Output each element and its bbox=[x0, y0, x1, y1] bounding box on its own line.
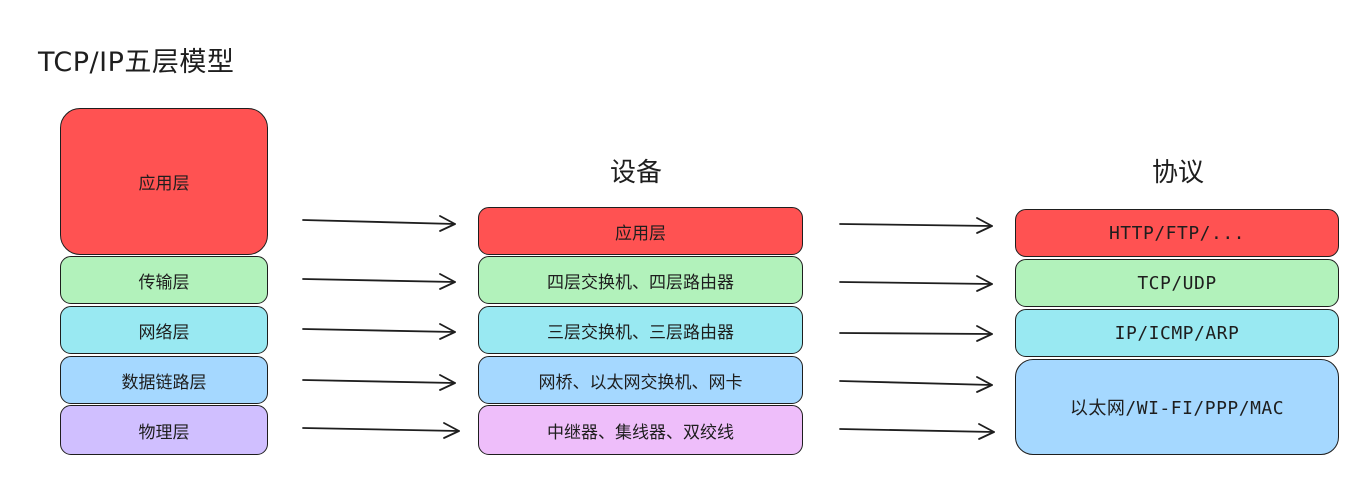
device-label: 中继器、集线器、双绞线 bbox=[547, 422, 734, 443]
arrow-right-icon bbox=[839, 376, 993, 393]
arrow-right-icon bbox=[839, 217, 993, 234]
layer-application: 应用层 bbox=[60, 108, 268, 255]
protocol-transport: TCP/UDP bbox=[1015, 259, 1339, 307]
protocol-application: HTTP/FTP/... bbox=[1015, 209, 1339, 257]
arrow-right-icon bbox=[839, 423, 995, 440]
arrow-right-icon bbox=[302, 374, 456, 391]
protocols-heading: 协议 bbox=[1151, 158, 1204, 188]
protocol-label: IP/ICMP/ARP bbox=[1114, 322, 1240, 344]
layer-label: 应用层 bbox=[138, 174, 190, 194]
layer-label: 物理层 bbox=[138, 422, 190, 443]
device-data-link: 网桥、以太网交换机、网卡 bbox=[478, 356, 803, 404]
arrow-right-icon bbox=[302, 422, 460, 439]
arrow-right-icon bbox=[302, 323, 456, 340]
layer-physical: 物理层 bbox=[60, 405, 268, 455]
device-network: 三层交换机、三层路由器 bbox=[478, 306, 803, 354]
protocol-label: TCP/UDP bbox=[1137, 272, 1217, 294]
diagram-title: TCP/IP五层模型 bbox=[38, 47, 235, 78]
arrow-right-icon bbox=[839, 325, 993, 342]
layer-network: 网络层 bbox=[60, 306, 268, 354]
device-label: 网桥、以太网交换机、网卡 bbox=[538, 372, 743, 393]
protocol-label: 以太网/WI-FI/PPP/MAC bbox=[1069, 398, 1285, 419]
layer-label: 数据链路层 bbox=[121, 372, 207, 393]
layer-transport: 传输层 bbox=[60, 256, 268, 304]
arrow-right-icon bbox=[839, 275, 993, 292]
device-label: 三层交换机、三层路由器 bbox=[547, 322, 734, 343]
arrow-right-icon bbox=[302, 273, 456, 290]
devices-heading: 设备 bbox=[609, 158, 662, 188]
layer-data-link: 数据链路层 bbox=[60, 356, 268, 404]
layer-label: 网络层 bbox=[138, 322, 190, 343]
device-label: 应用层 bbox=[615, 223, 666, 244]
protocol-label: HTTP/FTP/... bbox=[1108, 222, 1246, 244]
protocol-network: IP/ICMP/ARP bbox=[1015, 309, 1339, 357]
device-transport: 四层交换机、四层路由器 bbox=[478, 256, 803, 304]
arrow-right-icon bbox=[302, 215, 456, 232]
device-label: 四层交换机、四层路由器 bbox=[547, 272, 734, 293]
protocol-link-physical: 以太网/WI-FI/PPP/MAC bbox=[1015, 359, 1339, 455]
device-application: 应用层 bbox=[478, 207, 803, 255]
layer-label: 传输层 bbox=[138, 272, 190, 293]
device-physical: 中继器、集线器、双绞线 bbox=[478, 405, 803, 455]
